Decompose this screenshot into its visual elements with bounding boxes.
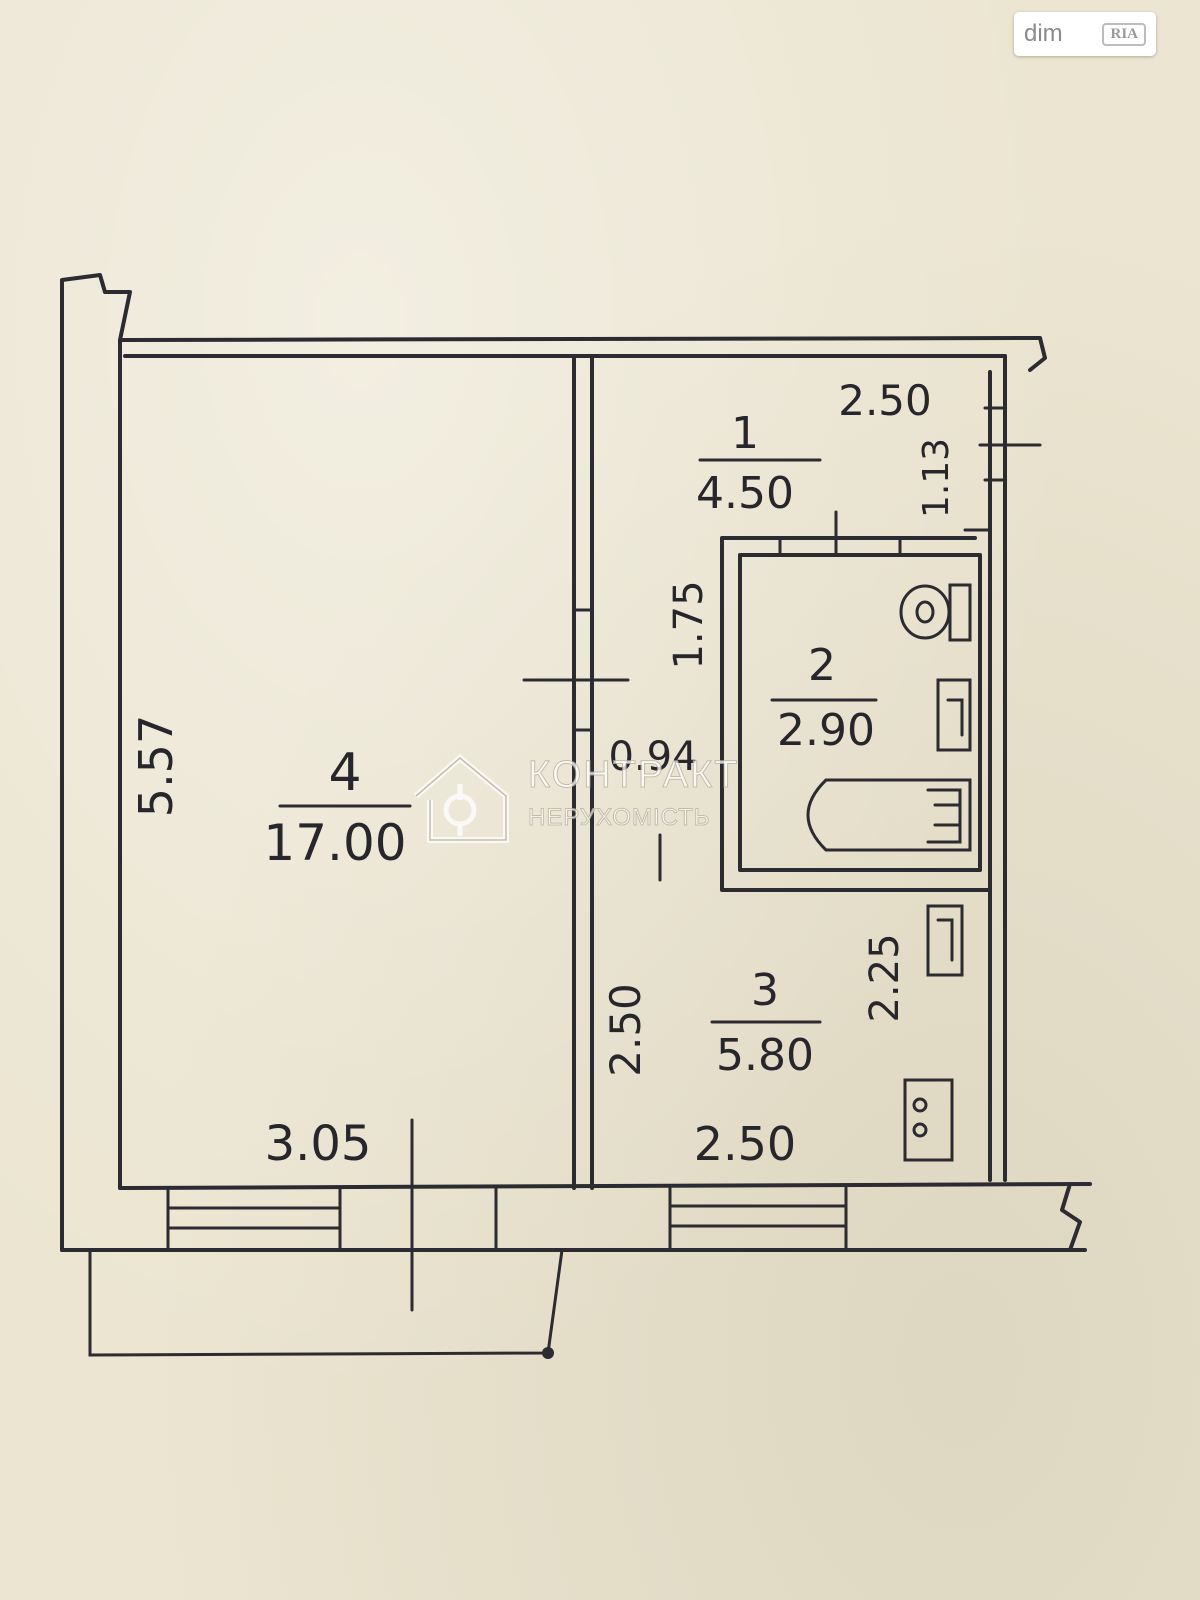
room-number-3: 3 bbox=[751, 965, 779, 1016]
outer-wall-right bbox=[988, 354, 1007, 1182]
outer-wall-top bbox=[118, 336, 1047, 372]
corridor-marks bbox=[572, 608, 662, 882]
room-label-4: 4 17.00 bbox=[263, 743, 412, 872]
watermark: КОНТРАКТ НЕРУХОМІСТЬ bbox=[408, 748, 788, 848]
outer-wall-left bbox=[60, 273, 132, 1252]
dim-corridor-length: 1.75 bbox=[666, 580, 712, 669]
room1-ticks bbox=[963, 406, 1042, 532]
room-area-4: 17.00 bbox=[263, 814, 406, 872]
badge-ria-text: RIA bbox=[1102, 22, 1146, 46]
room-area-2: 2.90 bbox=[777, 705, 875, 756]
kitchen-sink-fixture bbox=[926, 904, 964, 977]
dim-room3-depth-right: 2.25 bbox=[862, 933, 908, 1022]
dim-room1-width: 2.50 bbox=[838, 376, 932, 425]
sink-fixture bbox=[936, 678, 972, 752]
dim-room1-depth: 1.13 bbox=[916, 438, 957, 518]
room-number-2: 2 bbox=[808, 640, 836, 691]
room-area-3: 5.80 bbox=[716, 1030, 814, 1081]
house-key-icon bbox=[414, 754, 509, 843]
balcony-point bbox=[542, 1347, 554, 1359]
watermark-line2: НЕРУХОМІСТЬ bbox=[528, 804, 711, 832]
toilet-fixture bbox=[899, 583, 972, 642]
balcony-outline bbox=[88, 1248, 564, 1357]
room-label-2: 2 2.90 bbox=[770, 640, 878, 756]
bathtub-fixture bbox=[806, 778, 972, 852]
window-room3 bbox=[668, 1186, 848, 1252]
room-label-3: 3 5.80 bbox=[710, 965, 822, 1081]
dim-room3-width: 2.50 bbox=[694, 1117, 796, 1171]
watermark-line1: КОНТРАКТ bbox=[527, 754, 740, 797]
stove-fixture bbox=[903, 1078, 954, 1162]
dim-room4-height: 5.57 bbox=[129, 715, 183, 817]
outer-wall-bottom bbox=[60, 1182, 1092, 1252]
room-area-1: 4.50 bbox=[696, 468, 794, 519]
badge-dim-text: dim bbox=[1024, 20, 1063, 47]
dim-room4-width: 3.05 bbox=[265, 1116, 372, 1172]
dim-ria-badge[interactable]: dim RIA bbox=[1014, 12, 1156, 56]
window-room4 bbox=[166, 1186, 342, 1252]
room-number-4: 4 bbox=[328, 743, 361, 803]
dim-room3-depth-left: 2.50 bbox=[601, 983, 650, 1077]
dim-door-width: 0.94 bbox=[608, 734, 697, 780]
partition-room4 bbox=[572, 354, 594, 1190]
room-number-1: 1 bbox=[731, 408, 759, 459]
bathroom-door-marks bbox=[778, 510, 902, 557]
room-label-1: 1 4.50 bbox=[696, 408, 822, 519]
